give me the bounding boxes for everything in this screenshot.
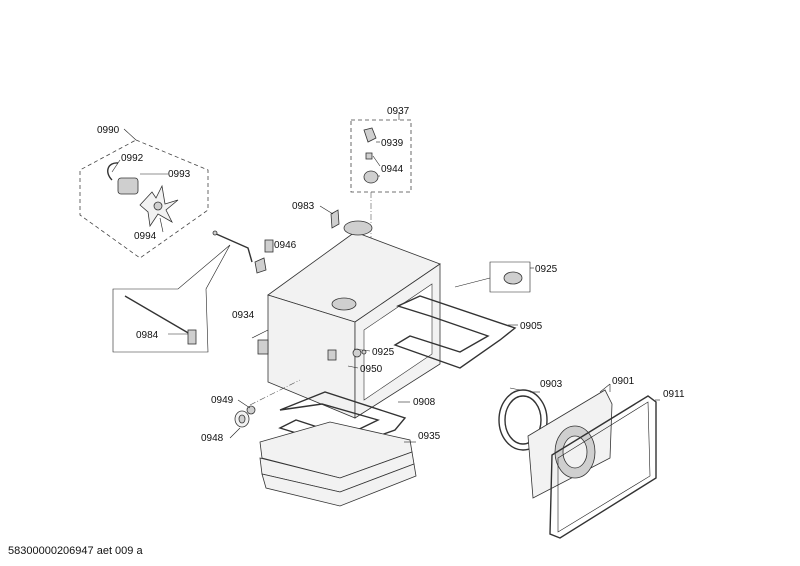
label-0990: 0990 [97,125,120,136]
label-0911: 0911 [663,389,685,400]
label-0994: 0994 [134,231,157,242]
label-0950: 0950 [360,364,383,375]
circular-heating-element [498,387,548,451]
door-seal [549,395,660,539]
label-0983: 0983 [292,201,315,212]
bottom-heating-element [278,391,410,449]
label-0905: 0905 [520,321,543,332]
label-0925-front: 0925 [372,347,395,358]
document-id: 58300000206947 aet 009 a [8,545,143,557]
label-0939: 0939 [381,138,404,149]
sensor-part [361,261,534,355]
label-0925-top: 0925 [535,264,558,275]
oven-cavity [254,205,441,419]
top-heating-element [393,295,518,369]
label-0949: 0949 [211,395,234,406]
knob-parts [229,379,301,439]
label-0946: 0946 [274,240,297,251]
fan-assembly-group [79,128,209,259]
label-0944: 0944 [381,164,404,175]
rod-detail-group [112,230,253,353]
label-0935: 0935 [418,431,441,442]
label-0901: 0901 [612,376,635,387]
label-0908: 0908 [413,397,436,408]
leader-lines [251,329,611,393]
part-labels: 0990 0992 0993 0994 0937 0939 0944 0983 … [97,106,685,444]
label-0948: 0948 [201,433,224,444]
label-0984: 0984 [136,330,159,341]
label-0992: 0992 [121,153,144,164]
fan-cover-panel [527,384,613,499]
bottom-trays [259,421,417,507]
label-0993: 0993 [168,169,191,180]
label-0937: 0937 [387,106,410,117]
label-0903: 0903 [540,379,563,390]
label-0934: 0934 [232,310,255,321]
